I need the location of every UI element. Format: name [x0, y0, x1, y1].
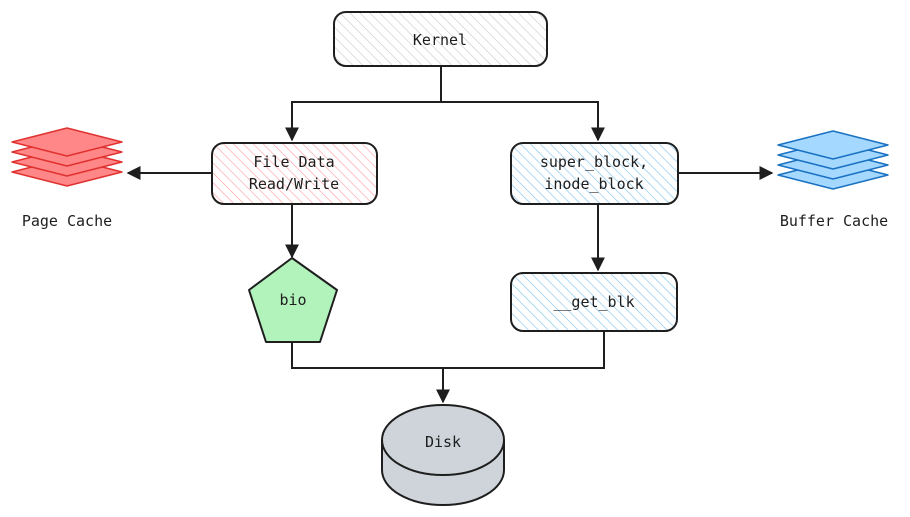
- file-data-label-line2: Read/Write: [249, 175, 339, 193]
- kernel-node: Kernel: [333, 11, 548, 67]
- bio-node: bio: [248, 257, 338, 343]
- page-cache-layers-icon: [11, 127, 123, 187]
- edge-kernel-to-file-data: [285, 66, 442, 142]
- page-cache-label: Page Cache: [22, 212, 112, 230]
- edges: [126, 66, 774, 404]
- edge-bio-to-disk: [291, 342, 450, 404]
- disk-node: Disk: [381, 404, 505, 506]
- file-data-label-line1: File Data: [253, 153, 334, 171]
- edge-get-blk-to-disk: [443, 332, 605, 369]
- super-block-node: super_block, inode_block: [510, 142, 679, 205]
- disk-label: Disk: [425, 433, 461, 451]
- bio-label: bio: [279, 291, 306, 309]
- buffer-cache-layers-icon: [777, 130, 889, 190]
- super-block-label-line2: inode_block: [544, 175, 643, 193]
- buffer-cache-label: Buffer Cache: [780, 212, 888, 230]
- file-data-node: File Data Read/Write: [211, 142, 378, 205]
- super-block-label-line1: super_block,: [540, 153, 648, 171]
- get-blk-node: __get_blk: [510, 272, 678, 332]
- edge-kernel-to-super-block: [441, 101, 605, 142]
- get-blk-label: __get_blk: [553, 293, 634, 311]
- kernel-label: Kernel: [413, 31, 467, 49]
